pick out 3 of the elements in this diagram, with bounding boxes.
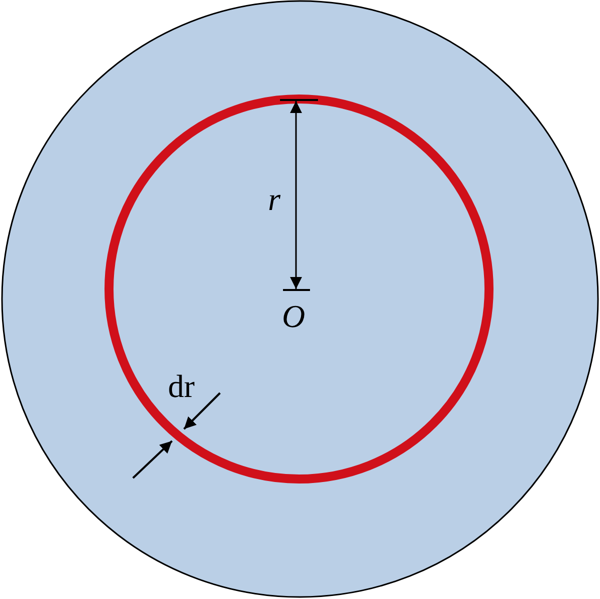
center-label: O (282, 300, 306, 332)
radius-label: r (268, 183, 280, 215)
thickness-label: dr (168, 370, 195, 402)
